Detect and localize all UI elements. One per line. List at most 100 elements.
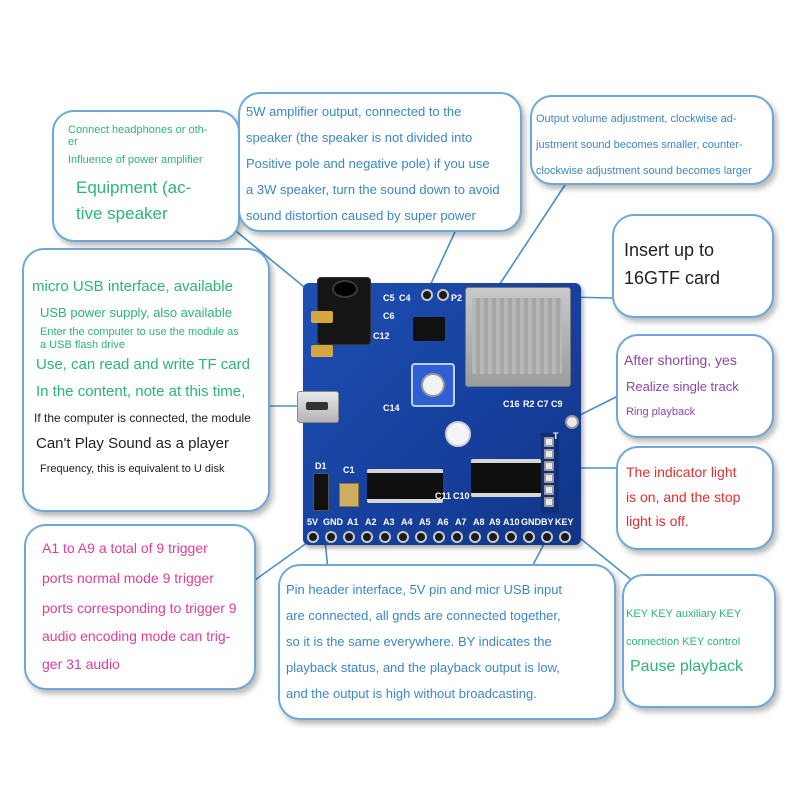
right-header xyxy=(541,433,559,513)
callout-usb: micro USB interface, available USB power… xyxy=(22,248,270,512)
speaker-pin-1 xyxy=(421,289,433,301)
headphones-line-5: tive speaker xyxy=(76,204,168,223)
key-line-2: connection KEY control xyxy=(626,636,741,648)
connector-amplifier xyxy=(427,231,456,291)
callout-trigger: A1 to A9 a total of 9 trigger ports norm… xyxy=(24,524,256,690)
amplifier-line-4: a 3W speaker, turn the sound down to avo… xyxy=(246,182,500,197)
silk-r2: R2 xyxy=(523,399,535,409)
usb-line-8: Can't Play Sound as a player xyxy=(36,435,229,452)
trigger-line-1: A1 to A9 a total of 9 trigger xyxy=(42,540,208,556)
key-line-3: Pause playback xyxy=(630,658,743,675)
mp3-module-board: C5 C4 P2 C6 C12 C14 C16 R2 C7 C9 D1 C1 C… xyxy=(297,277,581,545)
usb-line-3: Enter the computer to use the module as xyxy=(40,326,239,338)
silk-c10: C10 xyxy=(453,491,470,501)
pin-label-a7: A7 xyxy=(455,517,467,527)
silk-c7: C7 xyxy=(537,399,549,409)
micro-usb-port xyxy=(297,391,339,423)
volume-line-3: clockwise adjustment sound becomes large… xyxy=(536,165,752,177)
tf-card-slot xyxy=(465,287,571,387)
callout-indicator: The indicator light is on, and the stop … xyxy=(616,446,774,550)
amplifier-line-3: Positive pole and negative pole) if you … xyxy=(246,156,490,171)
main-chip-right xyxy=(471,459,541,497)
silk-c9: C9 xyxy=(551,399,563,409)
silk-c14: C14 xyxy=(383,403,400,413)
indicator-line-2: is on, and the stop xyxy=(626,489,741,505)
indicator-led xyxy=(565,415,579,429)
headphones-line-4: Equipment (ac- xyxy=(76,178,192,197)
trigger-line-5: ger 31 audio xyxy=(42,656,120,672)
pin-header-line-4: playback status, and the playback output… xyxy=(286,660,560,675)
key-line-1: KEY KEY auxiliary KEY xyxy=(626,608,742,620)
tf-card-line-1: Insert up to xyxy=(624,240,715,260)
capacitor-c1 xyxy=(339,483,359,507)
headphone-jack xyxy=(317,277,371,345)
headphones-line-1: Connect headphones or oth- xyxy=(68,124,208,136)
headphones-line-2: er xyxy=(68,136,78,148)
callout-amplifier: 5W amplifier output, connected to the sp… xyxy=(238,92,522,232)
pin-label-5v: 5V xyxy=(307,517,319,527)
usb-line-4: a USB flash drive xyxy=(40,339,125,351)
amplifier-line-5: sound distortion caused by super power xyxy=(246,208,476,223)
silk-c4: C4 xyxy=(399,293,411,303)
silk-p2: P2 xyxy=(451,293,463,303)
usb-line-5: Use, can read and write TF card xyxy=(36,356,250,373)
main-chip-left xyxy=(367,469,443,503)
pin-label-gnd: GND xyxy=(323,517,343,527)
headphones-line-3: Influence of power amplifier xyxy=(68,154,203,166)
pin-label-a1: A1 xyxy=(347,517,359,527)
bottom-pin-row xyxy=(307,531,577,543)
silk-c6: C6 xyxy=(383,311,395,321)
amplifier-chip xyxy=(413,317,445,341)
jack-pin-1 xyxy=(311,311,333,323)
speaker-pin-2 xyxy=(437,289,449,301)
indicator-line-1: The indicator light xyxy=(626,464,737,480)
volume-line-2: justment sound becomes smaller, counter- xyxy=(536,139,743,151)
callout-key: KEY KEY auxiliary KEY connection KEY con… xyxy=(622,574,776,708)
pin-label-a4: A4 xyxy=(401,517,413,527)
silk-t: T xyxy=(553,431,559,441)
pin-label-a3: A3 xyxy=(383,517,395,527)
usb-line-1: micro USB interface, available xyxy=(32,278,233,295)
trigger-line-4: audio encoding mode can trig- xyxy=(42,628,231,644)
pin-label-by: BY xyxy=(541,517,554,527)
volume-line-1: Output volume adjustment, clockwise ad- xyxy=(536,113,737,125)
shorting-line-3: Ring playback xyxy=(626,406,696,418)
pin-label-a8: A8 xyxy=(473,517,485,527)
silk-c5: C5 xyxy=(383,293,395,303)
usb-line-6: In the content, note at this time, xyxy=(36,383,246,400)
callout-volume: Output volume adjustment, clockwise ad- … xyxy=(530,95,774,185)
silk-c16: C16 xyxy=(503,399,520,409)
trigger-line-3: ports corresponding to trigger 9 xyxy=(42,600,237,616)
shorting-line-1: After shorting, yes xyxy=(624,352,737,368)
usb-line-2: USB power supply, also available xyxy=(40,305,232,320)
pin-header-line-1: Pin header interface, 5V pin and micr US… xyxy=(286,582,563,597)
jack-pin-2 xyxy=(311,345,333,357)
pin-header-line-3: so it is the same everywhere. BY indicat… xyxy=(286,634,552,649)
silk-c11: C11 xyxy=(435,491,452,501)
tf-card-line-2: 16GTF card xyxy=(624,268,721,288)
usb-line-7: If the computer is connected, the module xyxy=(34,411,251,425)
silk-d1: D1 xyxy=(315,461,327,471)
pin-label-a5: A5 xyxy=(419,517,431,527)
callout-pin-header: Pin header interface, 5V pin and micr US… xyxy=(278,564,616,720)
usb-line-9: Frequency, this is equivalent to U disk xyxy=(40,463,225,475)
volume-potentiometer xyxy=(411,363,455,407)
pin-label-a6: A6 xyxy=(437,517,449,527)
amplifier-line-1: 5W amplifier output, connected to the xyxy=(246,104,462,119)
pin-header-line-2: are connected, all gnds are connected to… xyxy=(286,608,561,623)
trigger-line-2: ports normal mode 9 trigger xyxy=(42,570,214,586)
pin-label-gnd-2: GND xyxy=(521,517,541,527)
pin-label-a9: A9 xyxy=(489,517,501,527)
callout-shorting: After shorting, yes Realize single track… xyxy=(616,334,774,438)
pin-label-key: KEY xyxy=(555,517,574,527)
callout-headphones: Connect headphones or oth- er Influence … xyxy=(52,110,240,242)
pin-label-a10: A10 xyxy=(503,517,520,527)
pin-label-a2: A2 xyxy=(365,517,377,527)
shorting-line-2: Realize single track xyxy=(626,379,739,394)
callout-tf-card: Insert up to 16GTF card xyxy=(612,214,774,318)
diode-d1 xyxy=(313,473,329,511)
mounting-hole xyxy=(445,421,471,447)
pin-header-line-5: and the output is high without broadcast… xyxy=(286,686,537,701)
silk-c1: C1 xyxy=(343,465,355,475)
silk-c12: C12 xyxy=(373,331,390,341)
